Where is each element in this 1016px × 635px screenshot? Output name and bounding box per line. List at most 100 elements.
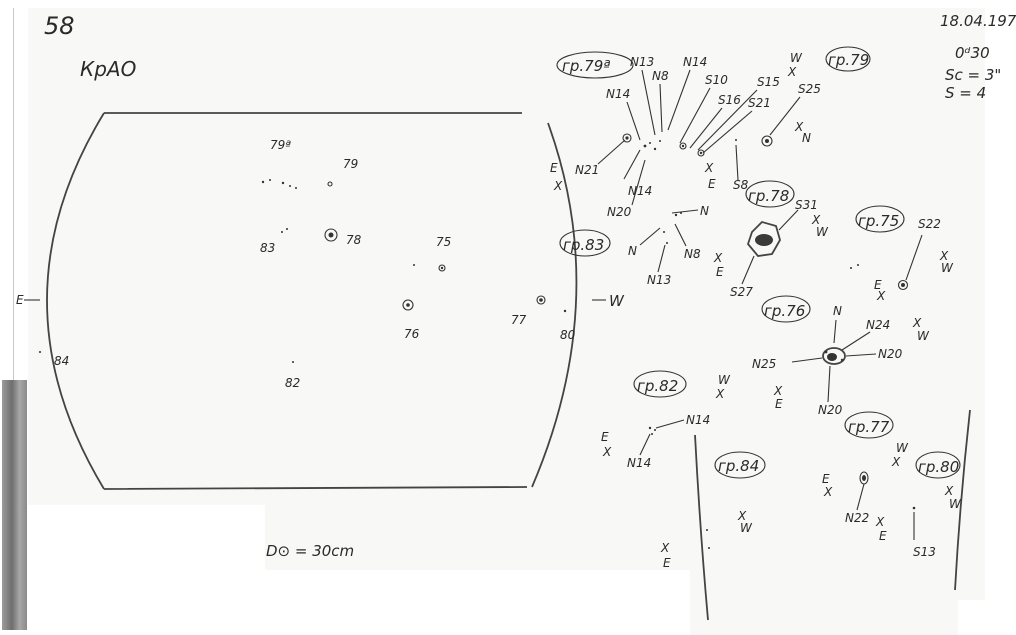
- detail-group-76: гр.76 N N24 N25 N20 N20 X W: [752, 295, 930, 417]
- gr79-pos-s15: S15: [757, 75, 780, 89]
- detail-group-84: гр.84 X W X E: [660, 434, 766, 621]
- gr84-x-right: X: [737, 509, 747, 523]
- gr78-x-right: X: [811, 213, 821, 227]
- gr79-pos-s21: S21: [748, 96, 771, 110]
- gr82-west: W: [718, 373, 731, 387]
- gr82-east: E: [601, 430, 609, 444]
- detail-group-77: гр.77 N22 E X W X X E: [822, 411, 909, 543]
- gr82-east-mid: E: [775, 397, 783, 411]
- gr78-pos-s31: S31: [795, 198, 818, 212]
- gr82-label: гр.82: [637, 377, 678, 395]
- gr76-pos-n24: N24: [866, 318, 890, 332]
- gr79a-east: E: [550, 161, 558, 175]
- gr80-label: гр.80: [918, 458, 959, 476]
- detail-group-75: гр.75 S22 E X X W: [850, 205, 954, 303]
- gr84-label: гр.84: [718, 457, 759, 475]
- gr82-x-right: X: [715, 387, 725, 401]
- gr77-pos-n22: N22: [845, 511, 869, 525]
- gr77-east: E: [822, 472, 830, 486]
- gr83-pos-n-right: N: [700, 204, 709, 218]
- gr79a-pos-n13: N13: [630, 55, 654, 69]
- gr77-east-bottom: E: [879, 529, 887, 543]
- margin-blank-corner: [958, 600, 1016, 635]
- gr79a-pos-n20: N20: [607, 205, 632, 219]
- gr75-west: W: [941, 261, 954, 275]
- disk-group-84: 84: [54, 354, 69, 368]
- observation-date: 18.04.1971: [940, 12, 1016, 30]
- disk-outline: [46, 112, 578, 490]
- gr79a-pos-n14b: N14: [683, 55, 707, 69]
- gr79-east: E: [708, 177, 716, 191]
- detail-group-78: гр.78 S31 S27 X W X E: [713, 180, 829, 299]
- page-number: 58: [44, 12, 75, 40]
- gr79-pos-s10: S10: [705, 73, 728, 87]
- disk-group-79: 79: [343, 157, 358, 171]
- disk-group-78: 78: [346, 233, 362, 247]
- gr79-label: гр.79: [828, 51, 869, 69]
- observatory-label: КрАО: [80, 57, 136, 81]
- gr77-x-bottom: X: [875, 515, 885, 529]
- gr75-east: E: [874, 278, 882, 292]
- disk-spots: [39, 179, 567, 363]
- disk-group-82: 82: [285, 376, 300, 390]
- disk-group-83: 83: [260, 241, 275, 255]
- margin-blank-bottom: [265, 570, 690, 635]
- gr78-x-left: X: [713, 251, 723, 265]
- gr80-pos-s13: S13: [913, 545, 936, 559]
- gr77-x-right: X: [891, 455, 901, 469]
- gr79a-x: X: [553, 179, 563, 193]
- gr79-n-right: N: [802, 131, 811, 145]
- gr79-x-bottom: X: [704, 161, 714, 175]
- disk-group-80: 80: [560, 328, 576, 342]
- disk-group-76: 76: [404, 327, 420, 341]
- gr77-x-left: X: [823, 485, 833, 499]
- gr77-label: гр.77: [848, 418, 890, 436]
- gr78-label: гр.78: [748, 187, 789, 205]
- gr76-pos-n20b: N20: [818, 403, 843, 417]
- gr75-x-far: X: [939, 249, 949, 263]
- gr84-x-left: X: [660, 541, 670, 555]
- gr79a-pos-n14a: N14: [606, 87, 630, 101]
- gr76-pos-n: N: [833, 304, 842, 318]
- s-value: S = 4: [945, 84, 986, 102]
- disk-east-label: E: [16, 293, 24, 307]
- gr75-label: гр.75: [858, 212, 899, 230]
- gr84-east: E: [663, 556, 671, 570]
- disk-west-label: W: [609, 292, 625, 310]
- gr79-pos-s25: S25: [798, 82, 821, 96]
- gr83-pos-n13: N13: [647, 273, 671, 287]
- scan-edge-line: [13, 8, 14, 380]
- gr79-pos-s16: S16: [718, 93, 741, 107]
- gr77-west: W: [896, 441, 909, 455]
- gr83-pos-n8: N8: [684, 247, 701, 261]
- gr82-x-mid: X: [773, 384, 783, 398]
- disk-group-77: 77: [511, 313, 527, 327]
- margin-blank-right: [985, 0, 1016, 635]
- detail-group-82: гр.82 N14 N14 W X X E E X: [601, 370, 783, 470]
- gr79-x-top: X: [787, 65, 797, 79]
- gr82-x-left: X: [602, 445, 612, 459]
- scan-edge-strip: [2, 380, 27, 630]
- gr76-pos-n20a: N20: [878, 347, 903, 361]
- gr79-west: W: [790, 51, 803, 65]
- gr76-west: W: [917, 329, 930, 343]
- gr78-west: W: [816, 225, 829, 239]
- disk-scale-note: D⊙ = 30cm: [266, 542, 354, 560]
- gr83-pos-n-left: N: [628, 244, 637, 258]
- gr83-label: гр.83: [563, 236, 604, 254]
- detail-group-80: гр.80 S13 X W: [912, 409, 971, 591]
- margin-blank: [0, 505, 265, 635]
- gr79a-pos-n8: N8: [652, 69, 669, 83]
- detail-group-83: гр.83 N N N13 N8: [559, 204, 709, 287]
- gr79-pos-s8: S8: [733, 178, 749, 192]
- detail-group-79a: гр.79ª N14 N13 N8 N14 N21 N20 N14 E X: [550, 51, 707, 219]
- gr79a-pos-n21: N21: [575, 163, 599, 177]
- gr78-east: E: [716, 265, 724, 279]
- gr76-pos-n25: N25: [752, 357, 776, 371]
- disk-group-75: 75: [436, 235, 451, 249]
- gr76-label: гр.76: [764, 302, 805, 320]
- gr75-x: X: [876, 289, 886, 303]
- disk-group-79a: 79ª: [270, 138, 291, 152]
- gr79a-pos-n14c: N14: [628, 184, 652, 198]
